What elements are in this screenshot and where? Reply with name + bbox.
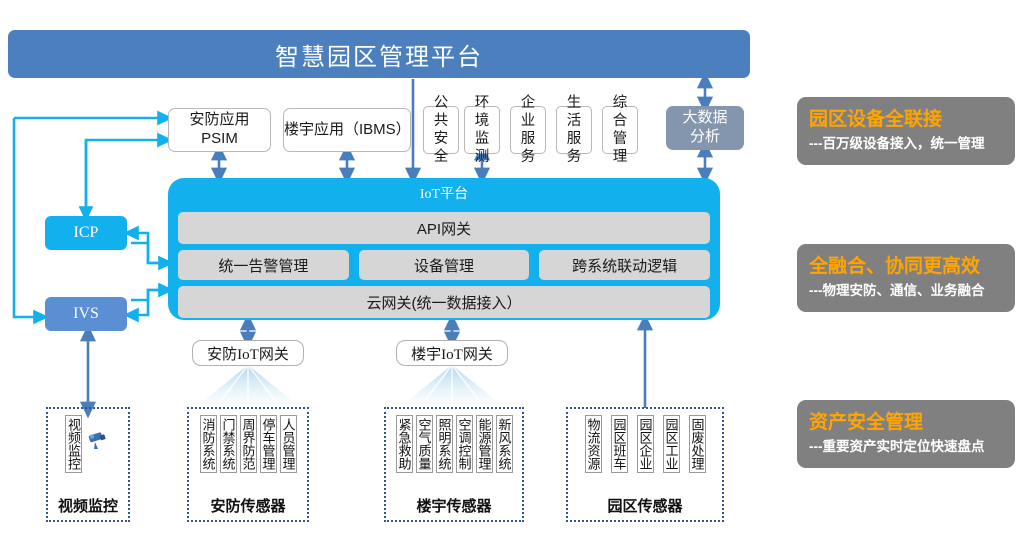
bigdata-label: 大数据 分析	[682, 109, 728, 145]
sensor-chips-video: 视频监控	[54, 415, 122, 473]
app-box-env-monitor[interactable]: 环境 监测	[464, 95, 500, 165]
gateway-spray-building	[400, 364, 504, 408]
highlight-subtitle: ---物理安防、通信、业务融合	[809, 283, 985, 299]
sensor-chip[interactable]: 能源管理	[475, 415, 493, 473]
app-box-ibms[interactable]: 楼宇应用（IBMS）	[283, 108, 411, 152]
iot-cross-system-logic[interactable]: 跨系统联动逻辑	[539, 250, 711, 280]
app-label-enterprise-service: 企业 服务	[520, 94, 536, 166]
platform-title-bar: 智慧园区管理平台	[8, 30, 750, 78]
app-label-psim: 安防应用 PSIM	[189, 111, 250, 147]
sensor-chips-security: 消防系统 门禁系统 周界防范 停车管理 人员管理	[195, 415, 301, 473]
iot-api-gateway[interactable]: API网关	[178, 212, 710, 244]
node-icp[interactable]: ICP	[45, 216, 127, 250]
gateway-building-label: 楼宇IoT网关	[411, 346, 493, 363]
sensor-chip[interactable]: 视频监控	[65, 415, 82, 473]
sensor-group-label: 安防传感器	[210, 498, 286, 515]
ivs-label: IVS	[73, 305, 99, 322]
sensor-chips-park: 物流资源 园区班车 园区企业 园区工业 固废处理	[574, 415, 716, 473]
iot-device-management[interactable]: 设备管理	[358, 250, 530, 280]
iot-alarm-management[interactable]: 统一告警管理	[178, 250, 349, 280]
sensor-group-park-sensors: 物流资源 园区班车 园区企业 园区工业 固废处理 园区传感器	[566, 407, 724, 522]
highlight-title: 资产安全管理	[809, 412, 924, 434]
highlight-panel-asset-security: 资产安全管理 ---重要资产实时定位快速盘点	[797, 400, 1015, 468]
app-box-enterprise-service[interactable]: 企业 服务	[510, 95, 546, 165]
iot-row-cloud: 云网关(统一数据接入）	[178, 286, 710, 318]
sensor-group-building-sensors: 紧急救助 空气质量 照明系统 空调控制 能源管理 新风系统 楼宇传感器	[384, 407, 524, 522]
gateway-security-label: 安防IoT网关	[207, 346, 289, 363]
highlight-title: 全融合、协同更高效	[809, 256, 981, 278]
sensor-group-label: 楼宇传感器	[416, 498, 492, 515]
highlight-subtitle: ---重要资产实时定位快速盘点	[809, 439, 985, 455]
sensor-chip[interactable]: 停车管理	[259, 415, 277, 473]
app-box-public-safety[interactable]: 公共 安全	[423, 95, 459, 165]
sensor-chip[interactable]: 紧急救助	[395, 415, 413, 473]
app-box-psim[interactable]: 安防应用 PSIM	[168, 108, 271, 152]
gateway-building-iot[interactable]: 楼宇IoT网关	[396, 340, 508, 366]
sensor-chip[interactable]: 园区企业	[636, 415, 654, 473]
app-label-env-monitor: 环境 监测	[474, 94, 490, 166]
iot-platform-title: IoT平台	[419, 187, 469, 202]
highlight-subtitle: ---百万级设备接入，统一管理	[809, 136, 985, 152]
sensor-group-label: 视频监控	[57, 498, 118, 515]
iot-row-services: 统一告警管理 设备管理 跨系统联动逻辑	[178, 250, 711, 280]
app-box-life-service[interactable]: 生活 服务	[556, 95, 592, 165]
sensor-chip[interactable]: 空调控制	[455, 415, 473, 473]
sensor-chip[interactable]: 人员管理	[279, 415, 297, 473]
iot-cloud-gateway[interactable]: 云网关(统一数据接入）	[178, 286, 710, 318]
sensor-chip[interactable]: 门禁系统	[219, 415, 237, 473]
iot-platform-panel: IoT平台 API网关 统一告警管理 设备管理 跨系统联动逻辑 云网关(统一数据…	[168, 178, 720, 320]
app-label-integrated-mgmt: 综合 管理	[612, 94, 628, 166]
node-ivs[interactable]: IVS	[45, 297, 127, 331]
sensor-group-video-surveillance: 视频监控 视频监控	[46, 407, 130, 522]
bigdata-analysis-box[interactable]: 大数据 分析	[666, 106, 744, 150]
sensor-chip[interactable]: 物流资源	[584, 415, 602, 473]
iot-row-api: API网关	[178, 212, 710, 244]
highlight-title: 园区设备全联接	[809, 109, 943, 131]
highlight-panel-full-connect: 园区设备全联接 ---百万级设备接入，统一管理	[797, 97, 1015, 165]
sensor-group-security-sensors: 消防系统 门禁系统 周界防范 停车管理 人员管理 安防传感器	[187, 407, 309, 522]
gateway-security-iot[interactable]: 安防IoT网关	[192, 340, 304, 366]
app-label-public-safety: 公共 安全	[433, 94, 449, 166]
sensor-chip[interactable]: 新风系统	[495, 415, 513, 473]
gateway-spray-security	[196, 364, 300, 408]
sensor-chip[interactable]: 园区工业	[662, 415, 680, 473]
sensor-chip[interactable]: 消防系统	[199, 415, 217, 473]
sensor-chip[interactable]: 空气质量	[415, 415, 433, 473]
sensor-chip[interactable]: 周界防范	[239, 415, 257, 473]
cctv-camera-icon	[88, 432, 106, 449]
page-title: 智慧园区管理平台	[275, 43, 483, 71]
app-box-integrated-mgmt[interactable]: 综合 管理	[602, 95, 638, 165]
app-label-ibms: 楼宇应用（IBMS）	[284, 120, 411, 138]
sensor-chip[interactable]: 固废处理	[688, 415, 706, 473]
sensor-group-label: 园区传感器	[607, 498, 683, 515]
highlight-panel-full-fusion: 全融合、协同更高效 ---物理安防、通信、业务融合	[797, 244, 1015, 312]
sensor-chips-building: 紧急救助 空气质量 照明系统 空调控制 能源管理 新风系统	[392, 415, 516, 473]
sensor-chip[interactable]: 照明系统	[435, 415, 453, 473]
app-label-life-service: 生活 服务	[566, 94, 582, 166]
sensor-chip[interactable]: 园区班车	[610, 415, 628, 473]
icp-label: ICP	[73, 224, 99, 241]
